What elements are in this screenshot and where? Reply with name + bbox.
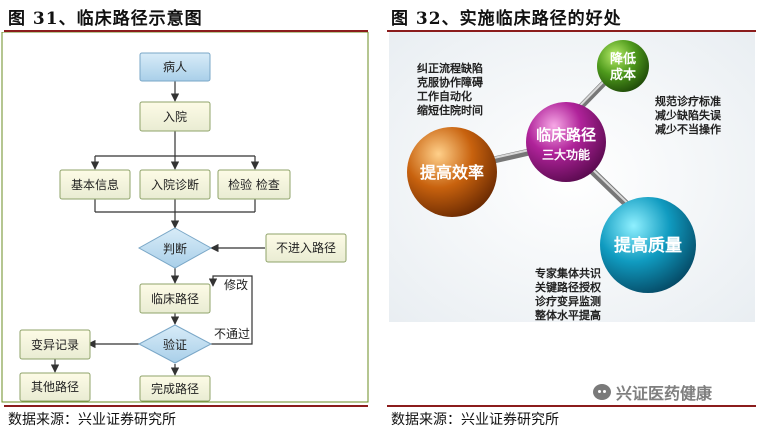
label-patient: 病人 — [163, 59, 187, 74]
figure-32-top-rule — [387, 30, 756, 32]
node-complete-path — [139, 375, 211, 402]
efficiency-point: 纠正流程缺陷 — [417, 61, 483, 75]
cost-label-line2: 成本 — [610, 67, 636, 83]
sphere-improve-quality — [600, 197, 696, 293]
node-judge — [137, 227, 213, 269]
cost-label-line1: 降低 — [610, 51, 636, 67]
quality-point: 关键路径授权 — [535, 280, 602, 294]
figure-31-source: 数据来源：兴业证券研究所 — [8, 412, 176, 428]
efficiency-point: 工作自动化 — [417, 89, 472, 103]
label-verify: 验证 — [163, 337, 187, 352]
figure-32-panel: 图 32、实施临床路径的好处 — [383, 0, 760, 439]
edge-label-revise: 修改 — [224, 277, 248, 292]
label-tests: 检验 检查 — [228, 177, 280, 192]
label-judge: 判断 — [163, 241, 187, 256]
label-clinical-path: 临床路径 — [151, 291, 199, 306]
node-other-path — [19, 372, 91, 402]
edge-label-fail: 不通过 — [214, 327, 250, 341]
cost-point: 规范诊疗标准 — [655, 94, 721, 108]
cost-point: 减少缺陷失误 — [655, 108, 722, 122]
watermark: 兴证医药健康 — [593, 380, 712, 404]
efficiency-point: 克服协作障碍 — [417, 75, 483, 89]
node-admission-diagnosis — [139, 169, 211, 200]
figure-32-bottom-rule — [387, 405, 756, 407]
label-other-path: 其他路径 — [31, 379, 79, 394]
label-admission: 入院 — [163, 110, 187, 124]
node-variance-record — [19, 329, 91, 360]
quality-point: 专家集体共识 — [535, 266, 601, 280]
watermark-text: 兴证医药健康 — [616, 384, 713, 403]
quality-label: 提高质量 — [614, 235, 682, 256]
clinical-pathway-flowchart: 病人 入院 基本信息 入院诊断 检验 检查 判断 不进入路径 临床路径 验证 变… — [1, 32, 369, 403]
quality-point: 整体水平提高 — [534, 308, 601, 322]
cost-point: 减少不当操作 — [655, 122, 721, 136]
figure-31-bottom-rule — [4, 405, 368, 407]
node-admission — [139, 101, 211, 132]
figure-31-panel: 图 31、临床路径示意图 — [0, 0, 372, 439]
figure-31-title: 图 31、临床路径示意图 — [8, 9, 203, 29]
pathway-benefits-diagram: 临床路径 三大功能 降低 成本 提高效率 提高质量 纠正流程缺陷 克服协作障碍 … — [389, 32, 755, 322]
node-not-enter — [265, 233, 347, 263]
sphere-improve-efficiency — [407, 127, 497, 217]
node-clinical-path — [139, 283, 211, 314]
node-verify — [137, 324, 213, 364]
node-patient — [139, 52, 211, 82]
core-label-line1: 临床路径 — [536, 126, 596, 144]
figure-32-source: 数据来源：兴业证券研究所 — [391, 412, 559, 428]
label-variance-record: 变异记录 — [31, 337, 79, 352]
figure-32-title: 图 32、实施临床路径的好处 — [391, 9, 622, 29]
efficiency-point: 缩短住院时间 — [417, 103, 483, 117]
node-basic-info — [59, 169, 131, 200]
label-complete-path: 完成路径 — [151, 381, 199, 396]
label-basic-info: 基本信息 — [71, 177, 119, 192]
label-admission-diagnosis: 入院诊断 — [151, 177, 199, 192]
figure-31-top-rule — [4, 30, 368, 32]
core-label-line2: 三大功能 — [542, 147, 590, 162]
node-tests — [217, 169, 291, 200]
sphere-reduce-cost — [597, 40, 649, 92]
wechat-icon — [593, 384, 611, 400]
efficiency-label: 提高效率 — [420, 163, 484, 182]
quality-point: 诊疗变异监测 — [535, 294, 601, 308]
label-not-enter: 不进入路径 — [276, 240, 336, 255]
sphere-core-functions — [526, 102, 606, 182]
